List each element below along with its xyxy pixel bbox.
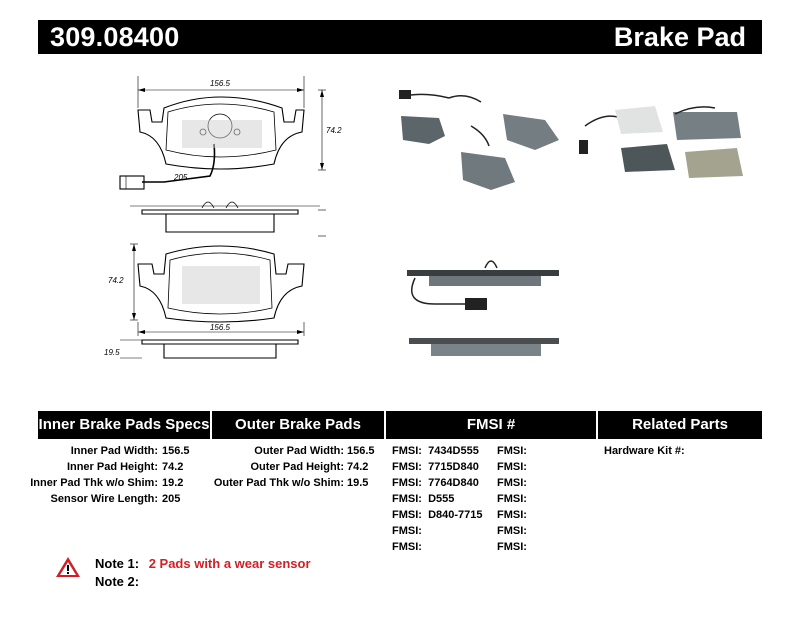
fmsi-row: FMSI:	[497, 525, 533, 537]
fmsi-label: FMSI:	[392, 493, 422, 505]
bottom-width-dim: 156.5	[210, 323, 231, 332]
sensor-length-dim: 205	[173, 173, 188, 182]
spec-value: 19.5	[347, 477, 369, 489]
spec-value: 205	[162, 493, 181, 505]
spec-value: 156.5	[162, 445, 190, 457]
top-width-dim: 156.5	[210, 79, 231, 88]
spec-label: Outer Pad Width:	[254, 445, 344, 457]
warning-triangle-icon	[56, 557, 80, 577]
fmsi-label: FMSI:	[497, 509, 527, 521]
spec-value: 74.2	[347, 461, 369, 473]
product-photos	[399, 90, 743, 356]
note-1: Note 1: 2 Pads with a wear sensor	[95, 556, 311, 571]
fmsi-label: FMSI:	[392, 541, 422, 553]
outer-specs-header: Outer Brake Pads Specs	[212, 411, 384, 461]
fmsi-label: FMSI:	[497, 525, 527, 537]
fmsi-label: FMSI:	[497, 477, 527, 489]
top-height-dim: 74.2	[326, 126, 342, 135]
note-label: Note 2:	[95, 574, 140, 589]
fmsi-row: FMSI:	[497, 509, 533, 521]
spec-label: Inner Pad Height:	[66, 461, 158, 473]
bottom-height-dim: 74.2	[108, 276, 124, 285]
fmsi-row: FMSI: 7434D555	[392, 445, 479, 457]
fmsi-row: FMSI: 7764D840	[392, 477, 479, 489]
fmsi-label: FMSI:	[497, 445, 527, 457]
fmsi-label: FMSI:	[392, 477, 422, 489]
spec-label: Inner Pad Width:	[70, 445, 158, 457]
fmsi-row: FMSI:	[497, 477, 533, 489]
fmsi-row: FMSI:	[392, 525, 428, 537]
spec-label: Outer Pad Thk w/o Shim:	[213, 477, 344, 489]
fmsi-row: FMSI: 7715D840	[392, 461, 479, 473]
photo-pad-set-left	[399, 90, 559, 190]
spec-value: 156.5	[347, 445, 375, 457]
product-type: Brake Pad	[613, 22, 746, 52]
fmsi-label: FMSI:	[392, 525, 422, 537]
fmsi-header: FMSI #	[386, 411, 596, 439]
fmsi-label: FMSI:	[392, 509, 422, 521]
fmsi-value: D840-7715	[428, 509, 483, 521]
header-bar: 309.08400 Brake Pad	[38, 20, 762, 54]
fmsi-row: FMSI:	[497, 445, 533, 457]
spec-value: 19.2	[162, 477, 184, 489]
fmsi-value: 7715D840	[428, 461, 479, 473]
thickness-dim: 19.5	[104, 348, 120, 357]
spec-label: Sensor Wire Length:	[50, 493, 158, 505]
fmsi-value: 7434D555	[428, 445, 479, 457]
technical-drawing: 156.5 74.2 205 74.2 156.5 19.5	[104, 76, 342, 359]
spec-label: Outer Pad Height:	[250, 461, 344, 473]
note-2: Note 2:	[95, 574, 145, 589]
related-part-row: Hardware Kit #:	[604, 445, 685, 457]
fmsi-value: 7764D840	[428, 477, 479, 489]
fmsi-row: FMSI:	[497, 541, 533, 553]
fmsi-row: FMSI: D555	[392, 493, 454, 505]
fmsi-row: FMSI:	[497, 493, 533, 505]
fmsi-label: FMSI:	[497, 461, 527, 473]
related-parts-header: Related Parts	[598, 411, 762, 439]
fmsi-label: FMSI:	[392, 461, 422, 473]
inner-specs-header: Inner Brake Pads Specs	[38, 411, 210, 439]
note-text: 2 Pads with a wear sensor	[148, 556, 311, 571]
fmsi-row: FMSI:	[497, 461, 533, 473]
fmsi-row: FMSI:	[392, 541, 428, 553]
spec-label: Inner Pad Thk w/o Shim:	[30, 477, 158, 489]
related-label: Hardware Kit #:	[604, 445, 685, 457]
part-number: 309.08400	[50, 22, 180, 52]
fmsi-label: FMSI:	[392, 445, 422, 457]
fmsi-label: FMSI:	[497, 493, 527, 505]
fmsi-row: FMSI: D840-7715	[392, 509, 483, 521]
photo-pad-set-right	[579, 106, 743, 178]
spec-value: 74.2	[162, 461, 184, 473]
fmsi-label: FMSI:	[497, 541, 527, 553]
fmsi-value: D555	[428, 493, 455, 505]
photo-side-views	[407, 260, 559, 356]
note-label: Note 1:	[95, 556, 140, 571]
